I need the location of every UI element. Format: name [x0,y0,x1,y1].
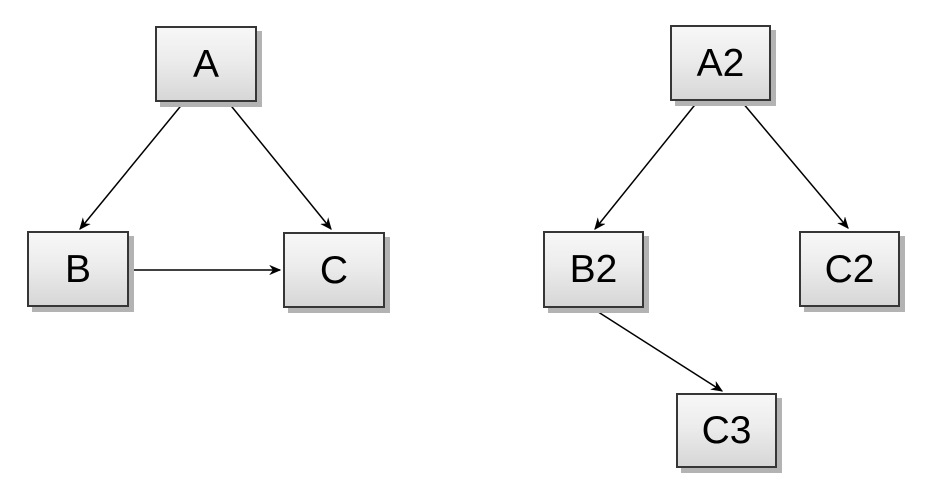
node-label-C2: C2 [824,247,875,291]
edge-B2-C3 [591,307,722,391]
node-label-B: B [64,247,91,291]
edge-A-B [80,101,185,229]
node-C3[interactable]: C3 [676,393,777,468]
node-label-A: A [192,42,219,86]
node-label-A2: A2 [696,41,745,85]
node-A2[interactable]: A2 [670,25,771,101]
node-label-B2: B2 [569,248,618,291]
node-C[interactable]: C [283,232,385,308]
edge-A2-C2 [741,101,848,228]
edge-A-C [227,101,331,229]
node-B2[interactable]: B2 [543,231,644,308]
node-label-C3: C3 [701,409,752,452]
node-B[interactable]: B [27,231,129,307]
node-label-C: C [319,248,349,292]
edge-A2-B2 [595,100,699,229]
node-A[interactable]: A [155,26,257,102]
node-C2[interactable]: C2 [799,231,900,307]
